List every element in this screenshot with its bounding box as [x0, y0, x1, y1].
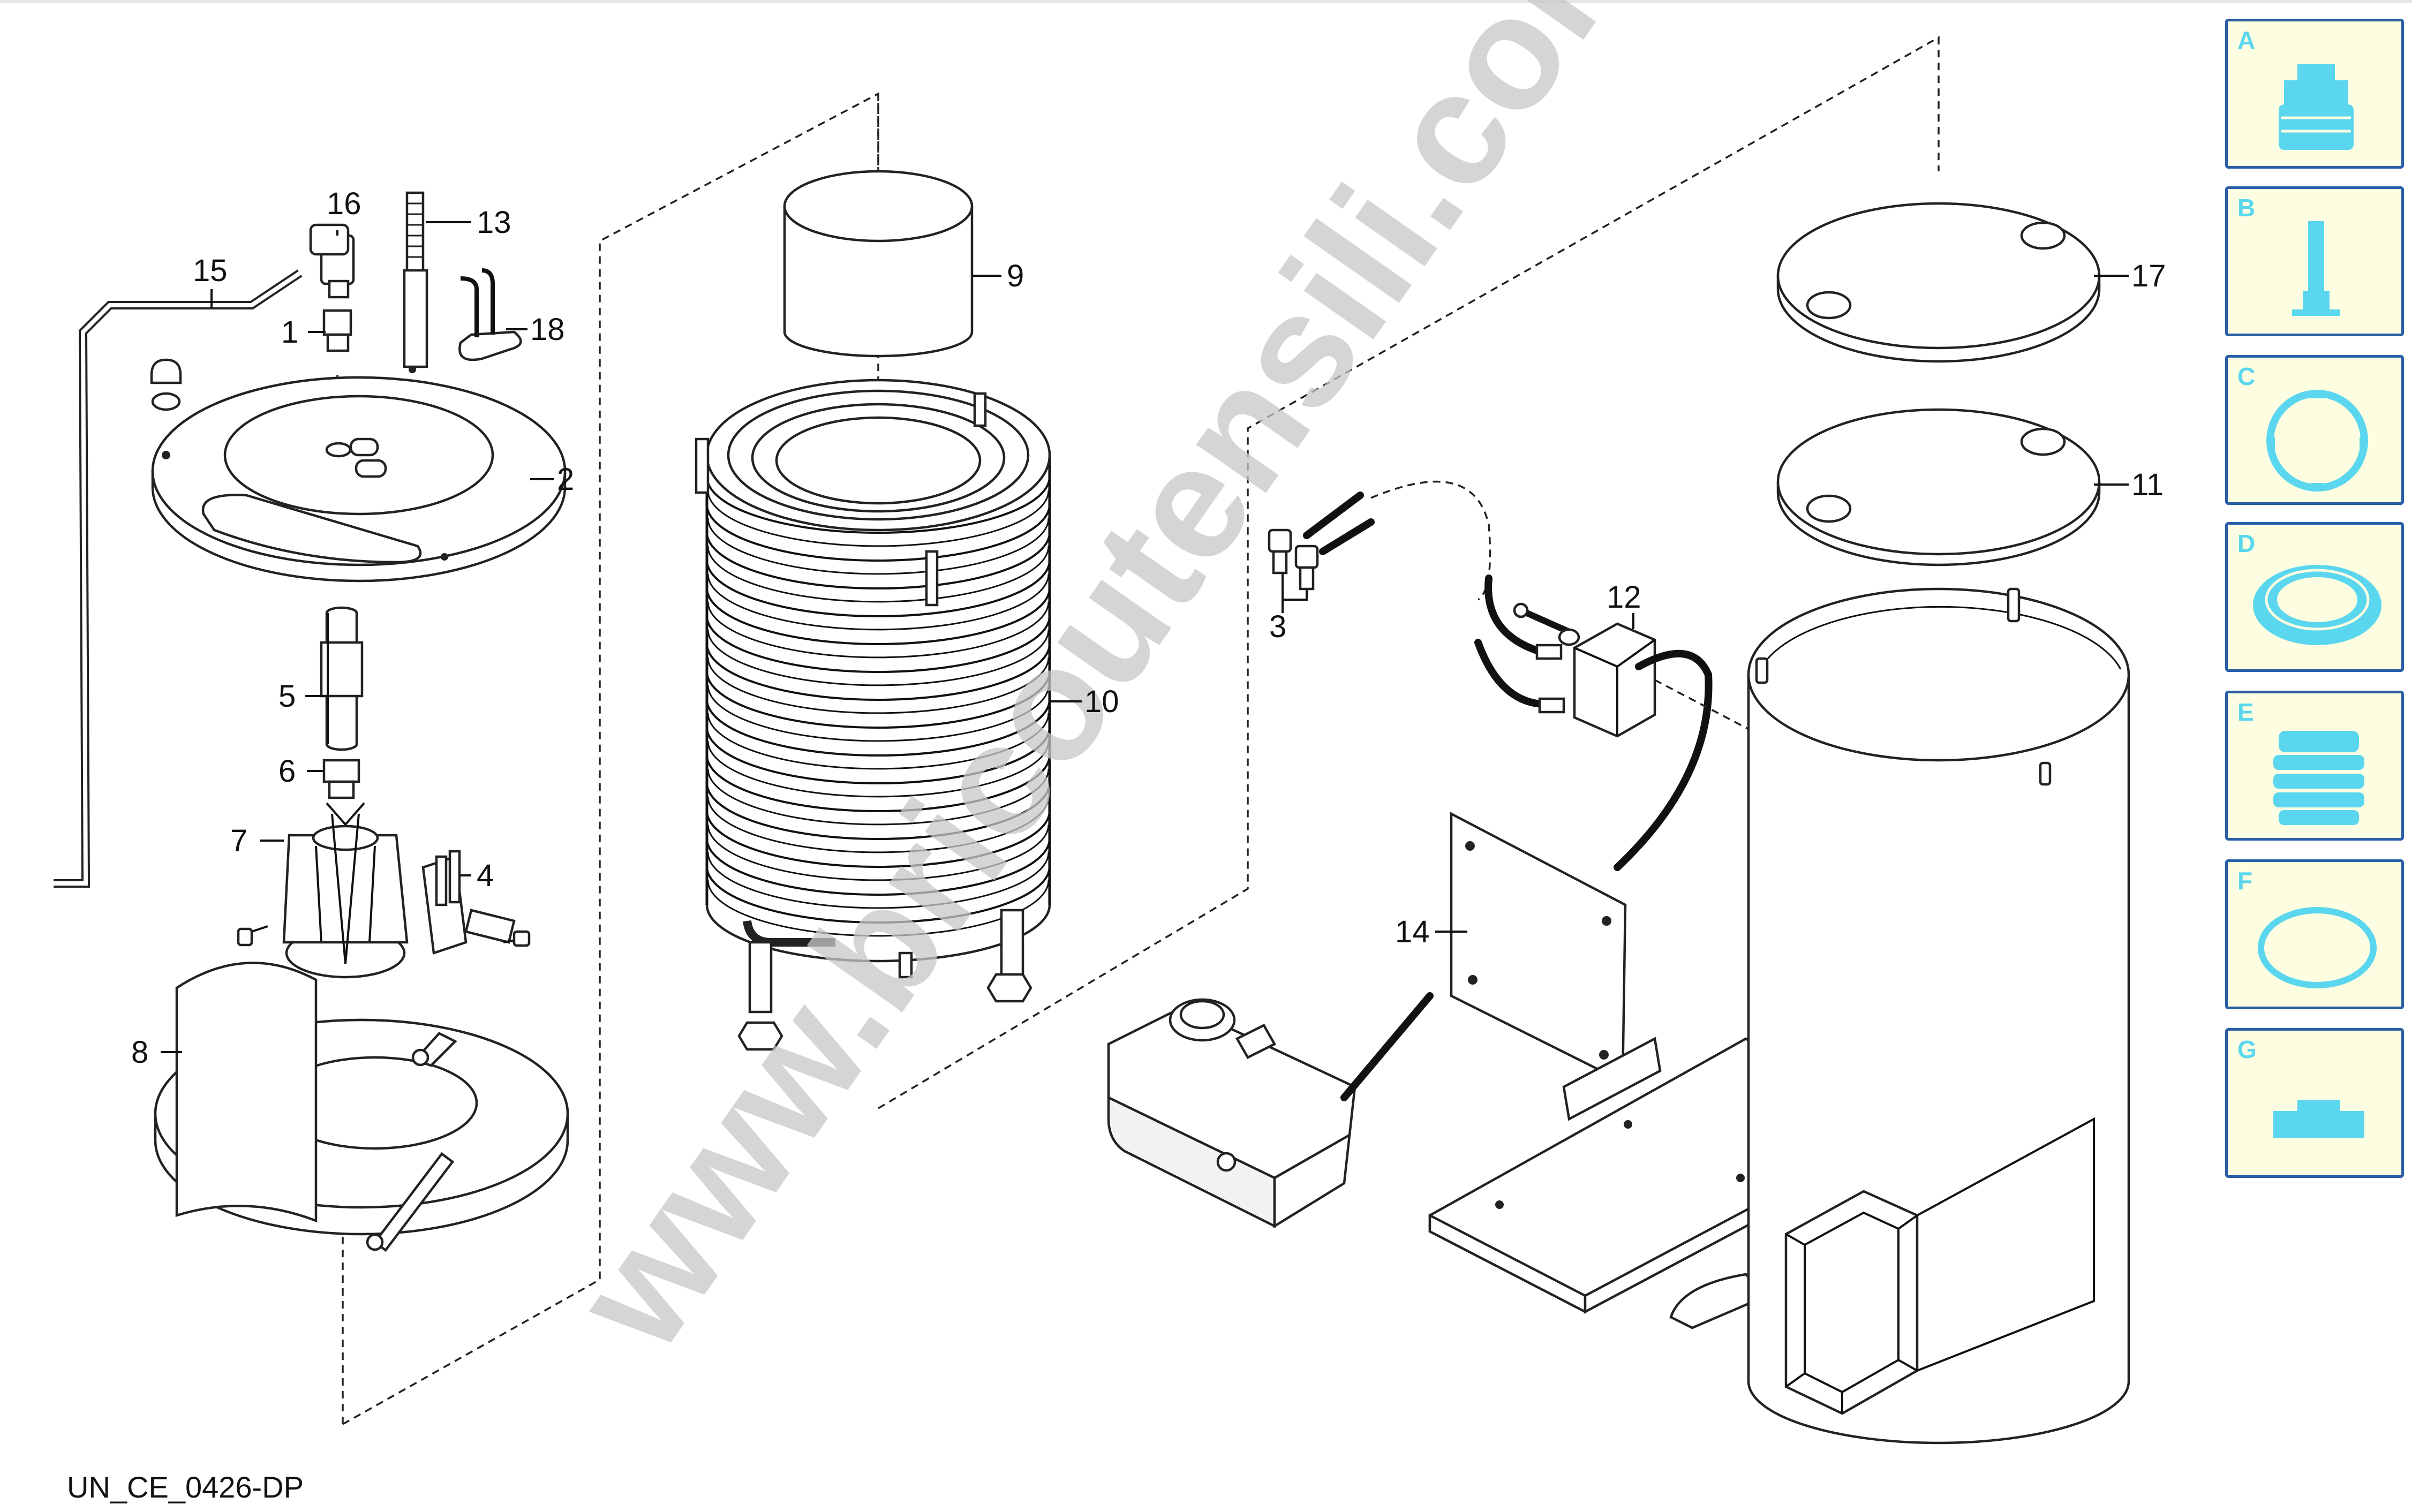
part-15-tube[interactable] — [54, 269, 303, 888]
coil-ring-edge — [707, 629, 1050, 686]
part-6-nozzle[interactable] — [322, 759, 360, 799]
coil-ring — [706, 671, 1051, 729]
washer-icon — [2253, 565, 2381, 645]
label-11: 11 — [2131, 467, 2164, 502]
part-17-top-disc[interactable] — [1776, 202, 2101, 363]
kit-tile-c[interactable]: C — [2225, 355, 2404, 505]
label-18: 18 — [530, 312, 565, 347]
coil-ring-edge — [707, 657, 1050, 714]
part-18-electrodes[interactable] — [458, 268, 522, 361]
kit-tile-e[interactable]: E — [2225, 691, 2404, 841]
part-7-flame-head[interactable] — [282, 802, 409, 979]
coil-ring-edge — [707, 824, 1050, 881]
kit-letter: F — [2237, 867, 2253, 895]
label-7: 7 — [230, 823, 247, 858]
coil-ring-edge — [707, 490, 1050, 547]
bellows-icon — [2273, 731, 2364, 825]
kit-letter: G — [2237, 1035, 2257, 1063]
coil-ring — [706, 587, 1051, 645]
boiler-tank[interactable] — [1747, 587, 2130, 1445]
part-4-ignition-electrode[interactable] — [421, 850, 516, 955]
coil-ring — [706, 532, 1051, 589]
coil-ring-edge — [707, 740, 1050, 798]
part-5-nozzle-tube[interactable] — [320, 606, 364, 751]
part-8-housing[interactable] — [154, 962, 569, 1252]
part-13-threaded-rod[interactable] — [403, 191, 428, 368]
coil-ring — [706, 699, 1051, 757]
part-9-cylinder-cover[interactable] — [783, 170, 974, 358]
part-2-burner-plate[interactable] — [151, 366, 567, 583]
coil-rings — [706, 476, 1051, 937]
coil-ring-edge — [707, 573, 1050, 631]
coil-ring — [706, 504, 1051, 562]
part-3-sensors[interactable] — [1268, 480, 1491, 601]
coil-ring — [706, 727, 1051, 784]
coil-ring-edge — [707, 796, 1050, 853]
fitting-icon — [2279, 64, 2354, 150]
part-11-gasket-disc[interactable] — [1776, 408, 2101, 566]
label-14: 14 — [1395, 914, 1430, 949]
label-16: 16 — [327, 186, 361, 221]
label-3: 3 — [1269, 609, 1286, 644]
kit-tile-a[interactable]: A — [2225, 19, 2404, 169]
kit-letter: A — [2237, 26, 2256, 54]
coil-ring — [706, 838, 1051, 896]
coil-ring — [706, 476, 1051, 534]
leader-lines — [161, 221, 2129, 1053]
coil-ring-edge — [707, 768, 1050, 826]
part-14-mounting-plate[interactable] — [1450, 812, 1627, 1084]
kit-letter: B — [2237, 194, 2256, 222]
screws-left-assembly — [237, 925, 531, 947]
label-8: 8 — [131, 1035, 148, 1070]
top-border — [0, 0, 2412, 3]
label-10: 10 — [1084, 684, 1119, 719]
coil-ring — [706, 754, 1051, 812]
bracket-icon — [2273, 1100, 2364, 1138]
label-17: 17 — [2131, 259, 2166, 293]
label-13: 13 — [477, 205, 511, 240]
diagram-code: UN_CE_0426-DP — [67, 1470, 304, 1504]
label-12: 12 — [1607, 580, 1641, 615]
label-9: 9 — [1007, 259, 1024, 293]
coil-ring — [706, 866, 1051, 924]
o-ring-icon — [2258, 907, 2377, 988]
label-1: 1 — [281, 315, 298, 350]
coil-ring-edge — [707, 518, 1050, 575]
kit-letter: E — [2237, 698, 2254, 726]
coil-ring — [706, 782, 1051, 840]
coil-ring-edge — [707, 880, 1050, 937]
kit-letter: C — [2237, 362, 2256, 390]
coil-ring — [706, 643, 1051, 701]
coil-ring — [706, 810, 1051, 868]
coil-ring-edge — [707, 685, 1050, 742]
kit-letter: D — [2237, 530, 2256, 557]
part-10-heat-exchanger-coil[interactable] — [695, 379, 1051, 1014]
kit-tile-b[interactable]: B — [2225, 186, 2404, 336]
kit-tile-g[interactable]: G — [2225, 1028, 2404, 1178]
pin-icon — [2292, 221, 2340, 316]
coil-ring-edge — [707, 546, 1050, 603]
kit-tile-d[interactable]: D — [2225, 522, 2404, 672]
gasket-ring-icon — [2266, 390, 2368, 492]
coil-ring-edge — [707, 852, 1050, 909]
label-4: 4 — [477, 858, 494, 893]
label-2: 2 — [557, 462, 574, 497]
label-5: 5 — [278, 679, 296, 714]
coil-ring-edge — [707, 713, 1050, 770]
coil-ring-edge — [707, 601, 1050, 659]
exploded-parts-diagram: www.bricoutensili.com 16 15 1 13 18 2 5 … — [54, 0, 2166, 1445]
part-1-nipple[interactable] — [322, 309, 352, 352]
cap-nut — [150, 358, 182, 411]
part-number-labels: 16 15 1 13 18 2 5 6 7 4 8 9 10 12 3 14 1… — [131, 186, 2166, 1070]
label-6: 6 — [278, 754, 296, 789]
kit-tile-f[interactable]: F — [2225, 859, 2404, 1009]
coil-ring — [706, 615, 1051, 673]
part-12-junction-box[interactable] — [1474, 574, 1768, 871]
thermostat-control-box[interactable] — [1107, 992, 1434, 1229]
label-15: 15 — [193, 253, 228, 288]
coil-ring — [706, 560, 1051, 617]
coil-nuts — [737, 973, 1032, 1051]
part-16-elbow-fitting[interactable] — [309, 223, 355, 299]
